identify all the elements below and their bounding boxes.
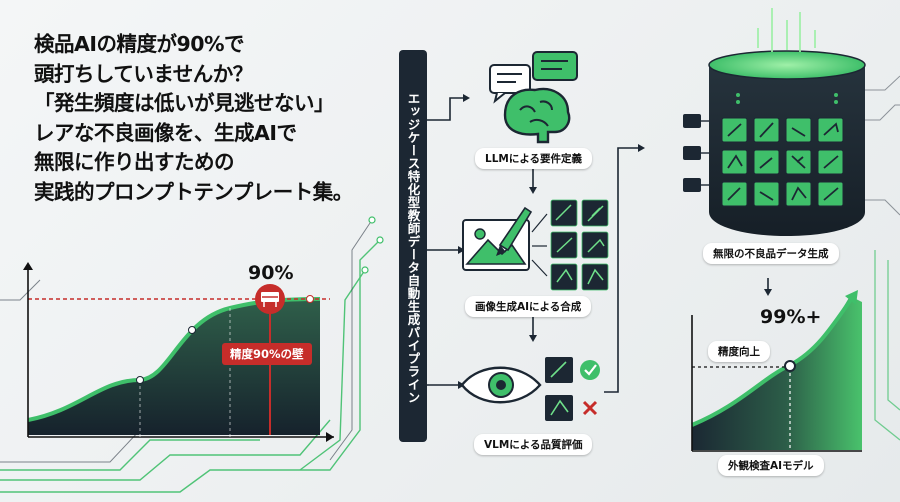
headline-line: 「発生頻度は低いが見逃せない」 [34,91,335,115]
accuracy-wall-label: 精度90%の壁 [222,343,312,365]
headline-line: レアな不良画像を、生成AIで [34,120,297,145]
pipeline-label: エッジケース特化型教師データ自動生成パイプライン [405,92,421,404]
step-label-vlm: VLMによる品質評価 [474,434,593,455]
step-label-model: 外観検査AIモデル [718,455,824,476]
right-accuracy-value: 99%+ [760,306,822,328]
vlm-eye-icon [460,357,600,421]
left-accuracy-chart [23,262,334,442]
pipeline-arrows [427,97,769,393]
headline-line: 検品AIの精度が90%で [34,32,245,56]
right-accuracy-chart [691,290,862,452]
circuit-traces-left [0,239,381,493]
headline-line: 無限に作り出すための [34,150,235,174]
step-label-llm: LLMによる要件定義 [475,148,593,169]
defect-data-cylinder [683,8,866,236]
headline-line: 頭打ちしていませんか？ [34,61,253,86]
circuit-traces-right [865,75,900,216]
llm-icon [489,51,578,144]
step-label-image-gen: 画像生成AIによる合成 [465,296,592,317]
accuracy-improve-label: 精度向上 [708,341,770,362]
pipeline-band [399,50,427,442]
image-generation-icon [462,199,609,291]
left-accuracy-value: 90% [248,262,294,284]
step-label-data-gen: 無限の不良品データ生成 [703,243,839,264]
circuit-nodes [361,216,384,274]
headline-line: 実践的プロンプトテンプレート集。 [34,179,353,204]
headline: 検品AIの精度が90%で 頭打ちしていませんか？ 「発生頻度は低いが見逃せない」… [34,30,394,207]
